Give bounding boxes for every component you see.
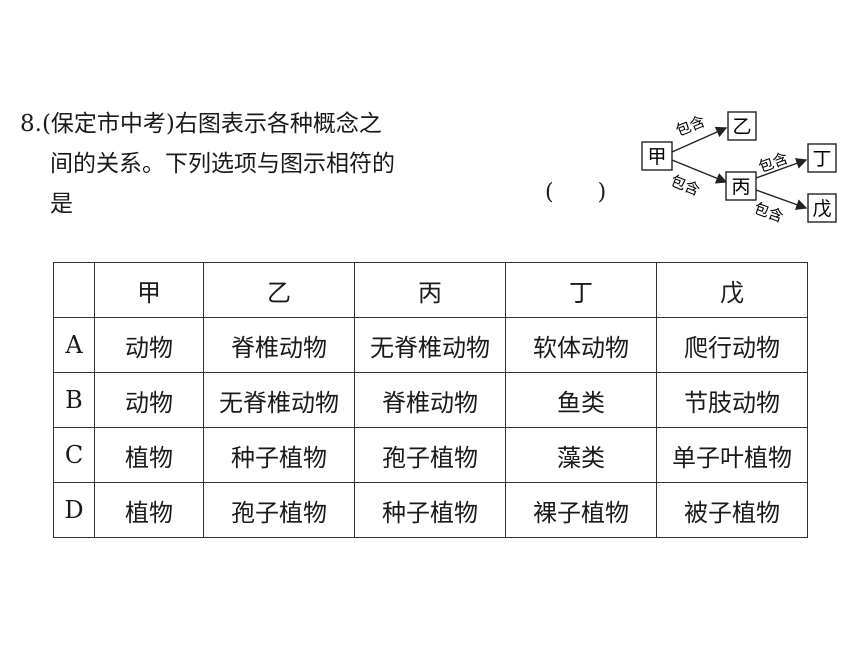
table-header-row: 甲 乙 丙 丁 戊 [53, 262, 808, 318]
header-cell-bing: 丙 [354, 262, 506, 318]
node-jia-box [641, 141, 673, 171]
header-cell-ding: 丁 [505, 262, 657, 318]
node-yi-box [727, 111, 757, 141]
question-text: 8.(保定市中考)右图表示各种概念之 间的关系。下列选项与图示相符的 是 [20, 104, 490, 224]
table-cell: 被子植物 [656, 482, 808, 538]
edge-jia-bing [671, 159, 728, 184]
options-table: 甲 乙 丙 丁 戊 A 动物 脊椎动物 无脊椎动物 软体动物 爬行动物 B 动物… [53, 262, 808, 538]
question-source: (保定市中考) [41, 111, 175, 137]
table-cell: 软体动物 [505, 317, 657, 373]
table-cell: 孢子植物 [203, 482, 355, 538]
answer-blank: () [545, 180, 606, 205]
edge-jia-yi [671, 126, 728, 153]
node-ding-box [807, 143, 837, 173]
edge-bing-wu [755, 189, 808, 210]
table-cell: 植物 [94, 482, 204, 538]
node-bing: 丙 [731, 176, 750, 198]
header-cell-jia: 甲 [94, 262, 204, 318]
table-row-a: A 动物 脊椎动物 无脊椎动物 软体动物 爬行动物 [53, 317, 808, 373]
option-label: B [53, 372, 95, 428]
table-cell: 种子植物 [203, 427, 355, 483]
node-wu-box [807, 193, 837, 223]
table-cell: 节肢动物 [656, 372, 808, 428]
edge-label-jia-yi: 包含 [673, 112, 708, 140]
table-cell: 裸子植物 [505, 482, 657, 538]
question-line-1-text: 右图表示各种概念之 [174, 111, 382, 137]
table-cell: 脊椎动物 [203, 317, 355, 373]
edge-label-bing-wu: 包含 [752, 199, 786, 226]
table-row-c: C 植物 种子植物 孢子植物 藻类 单子叶植物 [53, 427, 808, 483]
answer-paren-open: ( [545, 180, 554, 205]
header-cell-wu: 戊 [656, 262, 808, 318]
question-number: 8. [20, 111, 42, 137]
node-yi: 乙 [732, 116, 751, 138]
option-label: D [53, 482, 95, 538]
answer-paren-close: ) [597, 180, 607, 205]
table-cell: 无脊椎动物 [203, 372, 355, 428]
question-line-1: 8.(保定市中考)右图表示各种概念之 [20, 104, 490, 144]
node-ding: 丁 [812, 148, 831, 170]
concept-diagram: 包含 包含 包含 包含 甲 乙 丙 丁 戊 [640, 100, 840, 230]
table-cell: 无脊椎动物 [354, 317, 506, 373]
table-cell: 爬行动物 [656, 317, 808, 373]
table-cell: 藻类 [505, 427, 657, 483]
table-cell: 孢子植物 [354, 427, 506, 483]
header-cell-yi: 乙 [203, 262, 355, 318]
header-cell-blank [53, 262, 95, 318]
question-line-3: 是 [50, 191, 73, 217]
table-row-d: D 植物 孢子植物 种子植物 裸子植物 被子植物 [53, 482, 808, 538]
option-label: A [53, 317, 95, 373]
concept-diagram-svg: 包含 包含 包含 包含 甲 乙 丙 丁 戊 [641, 111, 837, 226]
edge-label-bing-ding: 包含 [756, 149, 790, 176]
node-wu: 戊 [812, 198, 831, 220]
table-cell: 脊椎动物 [354, 372, 506, 428]
question-line-2: 间的关系。下列选项与图示相符的 [50, 151, 395, 177]
table-cell: 种子植物 [354, 482, 506, 538]
edge-label-jia-bing: 包含 [668, 171, 703, 199]
table-row-b: B 动物 无脊椎动物 脊椎动物 鱼类 节肢动物 [53, 372, 808, 428]
table-cell: 单子叶植物 [656, 427, 808, 483]
table-cell: 植物 [94, 427, 204, 483]
node-jia: 甲 [647, 146, 666, 168]
table-cell: 动物 [94, 317, 204, 373]
option-label: C [53, 427, 95, 483]
node-bing-box [725, 171, 757, 201]
table-cell: 鱼类 [505, 372, 657, 428]
table-cell: 动物 [94, 372, 204, 428]
edge-bing-ding [755, 158, 808, 179]
